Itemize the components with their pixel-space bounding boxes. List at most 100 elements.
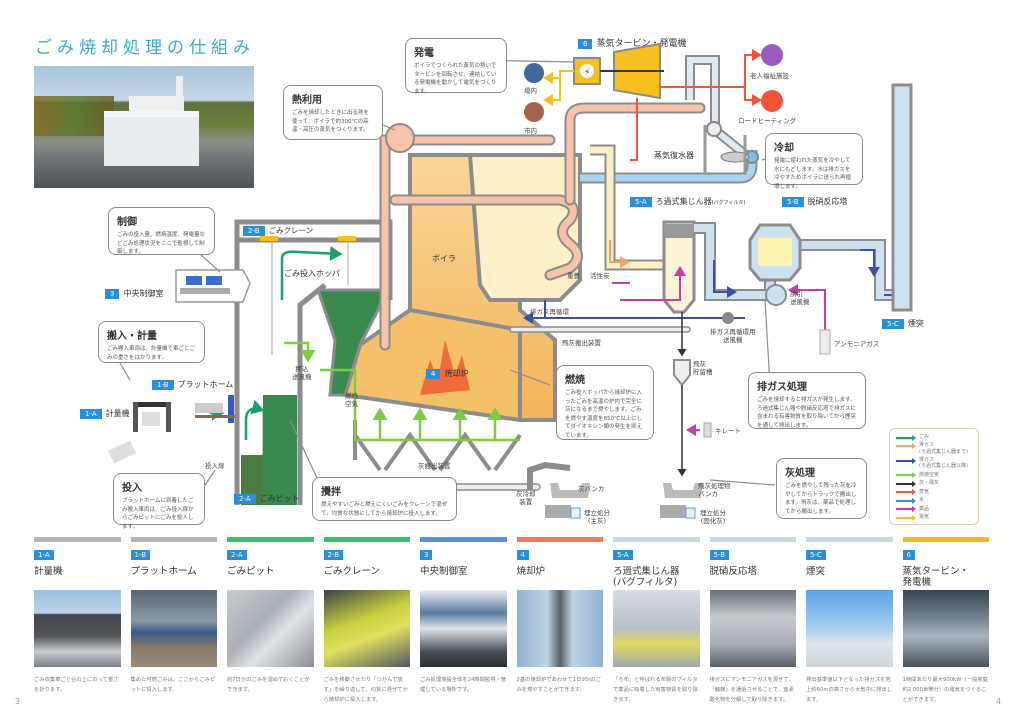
label-ammonia: アンモニアガス bbox=[834, 340, 880, 348]
card-color-bar bbox=[806, 537, 893, 542]
card-color-bar bbox=[420, 537, 507, 542]
boiler bbox=[342, 153, 582, 423]
callout-cooling: 冷却 発電に使われた蒸気を冷やして水にもどします。水は排ガスを冷やすためボイラに… bbox=[765, 133, 863, 190]
card-title: ろ過式集じん器 (バグフィルタ) bbox=[613, 566, 680, 589]
platform-truck bbox=[195, 403, 223, 413]
card-photo bbox=[323, 590, 410, 667]
card-photo bbox=[902, 590, 989, 667]
plant-photo bbox=[34, 66, 254, 188]
legend-item: 水 bbox=[896, 497, 972, 504]
card-code: 1-B bbox=[130, 550, 151, 560]
page-number-right: 4 bbox=[996, 697, 1002, 706]
induced-fan bbox=[765, 284, 787, 306]
label-fly-ash-tank: 飛灰 貯留槽 bbox=[693, 360, 713, 377]
legend-item: 排ガス (ろ過式集じん器まで) bbox=[896, 442, 972, 455]
card-description: ごみを移動させたり「つかんで放す」を繰り返して、均質に混ぜてから焼却炉に投入しま… bbox=[323, 677, 409, 704]
card-title: ごみピット bbox=[227, 566, 275, 577]
condenser-fan bbox=[720, 151, 750, 163]
ash-bunker bbox=[550, 483, 590, 498]
legend-item: 排ガス (ろ過式集じん器以降) bbox=[896, 457, 972, 470]
label-fly-ash-bunker: 飛灰処理物 バンカ bbox=[698, 482, 731, 499]
label-chelate: キレート bbox=[715, 427, 741, 435]
legend-label: 水 bbox=[919, 497, 925, 504]
card-photo bbox=[516, 590, 603, 667]
legend-arrow-icon bbox=[896, 434, 916, 441]
legend-label: 電気 bbox=[919, 514, 930, 520]
callout-input: 投入 プラットホームに到着したごみ搬入車両は、ごみ投入扉からごみピットにごみを投… bbox=[113, 473, 205, 530]
card-title: 計量機 bbox=[34, 566, 63, 577]
legend-arrow-icon bbox=[896, 489, 916, 496]
pit-garbage bbox=[263, 395, 297, 505]
card-title: 煙突 bbox=[806, 566, 826, 577]
svg-text:⚡: ⚡ bbox=[584, 68, 590, 78]
card-photo bbox=[34, 590, 121, 667]
incoming-truck bbox=[108, 440, 136, 464]
input-door bbox=[228, 395, 234, 423]
legend-label: 燃焼空気 bbox=[919, 471, 940, 478]
label-boiler: ボイラ bbox=[432, 254, 456, 263]
label-activated-carbon: 活性炭 bbox=[590, 272, 610, 280]
label-bicarb: 重曹 bbox=[567, 272, 580, 280]
process-diagram: ⚡ bbox=[108, 42, 913, 519]
legend-label: 蒸気 bbox=[919, 488, 930, 495]
label-recirc-fan: 排ガス再循環用 送風機 bbox=[710, 328, 756, 345]
label-induced-fan: 誘引 送風機 bbox=[790, 290, 810, 307]
city-icon bbox=[524, 102, 544, 122]
legend-label: 灰・飛灰 bbox=[919, 480, 940, 487]
legend-arrow-icon bbox=[896, 480, 916, 487]
callout-heat-use: 熱利用 ごみを焼却したときに出る熱を使って、ボイラで約300℃の高温・高圧の蒸気… bbox=[283, 85, 383, 140]
label-ash-conveyor: 灰搬出装置 bbox=[418, 462, 451, 470]
card-code: 4 bbox=[516, 550, 529, 560]
label-input-door: 投入扉 bbox=[205, 462, 225, 470]
legend-item: 電気 bbox=[896, 514, 972, 521]
road-heating-icon bbox=[761, 90, 783, 112]
legend-item: 蒸気 bbox=[896, 488, 972, 496]
fly-ash-bunker bbox=[663, 483, 703, 498]
legend-arrow-icon bbox=[896, 472, 916, 479]
callout-combustion: 燃焼 ごみ投入ホッパから焼却炉に入ったごみを高温の炉内で完全に灰になるまで燃やし… bbox=[556, 365, 654, 440]
legend-item: 灰・飛灰 bbox=[896, 480, 972, 487]
callout-power: 発電 ボイラでつくられた蒸気の勢いでタービンを回転させ、連結している発電機を動か… bbox=[405, 38, 507, 95]
card-color-bar bbox=[613, 537, 700, 542]
recirc-fan bbox=[722, 312, 734, 324]
legend-arrow-icon bbox=[896, 497, 916, 504]
card-color-bar bbox=[130, 537, 217, 542]
label-road-heating: ロードヒーティング bbox=[738, 117, 797, 125]
control-room bbox=[175, 269, 251, 303]
label-landfill-fly: 埋立処分(固化灰) bbox=[700, 509, 726, 526]
legend: ごみ排ガス (ろ過式集じん器まで) 排ガス (ろ過式集じん器以降)燃焼空気灰・飛灰… bbox=[889, 428, 979, 525]
card-photo bbox=[709, 590, 796, 667]
card-photo bbox=[806, 590, 893, 667]
card-title: プラットホーム bbox=[130, 566, 197, 577]
legend-arrow-icon bbox=[896, 514, 916, 521]
fly-ash-conveyor bbox=[509, 326, 691, 333]
card-title: ごみクレーン bbox=[323, 566, 381, 577]
card-photo bbox=[130, 590, 217, 667]
onsite-icon bbox=[524, 63, 544, 83]
ammonia-tank bbox=[819, 329, 831, 355]
card-color-bar bbox=[709, 537, 796, 542]
legend-label: 排ガス (ろ過式集じん器以降) bbox=[919, 457, 968, 470]
card-title: 焼却炉 bbox=[516, 566, 546, 577]
card-code: 2-A bbox=[227, 550, 247, 560]
legend-item: 薬品 bbox=[896, 506, 972, 513]
card-title: 中央制御室 bbox=[420, 566, 468, 577]
chelate-bottle bbox=[703, 422, 712, 438]
label-hopper: ごみ投入ホッパ bbox=[284, 269, 340, 278]
card-description: ごみ収集車ごと台の上にのって重さを計ります。 bbox=[34, 677, 119, 694]
card-title: 脱硝反応塔 bbox=[709, 566, 758, 577]
legend-label: ごみ bbox=[919, 434, 930, 440]
